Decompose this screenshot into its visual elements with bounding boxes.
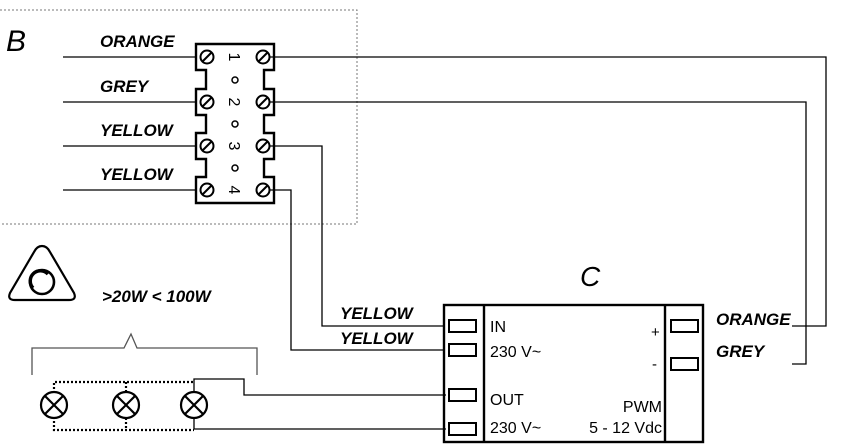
minus-terminal-label: -	[652, 356, 657, 373]
in-wire-2-label: YELLOW	[340, 329, 415, 348]
wire-3-color-label: YELLOW	[100, 121, 175, 140]
wire-lamp-to-out-1	[193, 378, 446, 396]
wire-2-color-label: GREY	[100, 77, 150, 96]
dimmer-module-c	[442, 303, 705, 444]
terminal-4-number: 4	[225, 186, 242, 195]
section-c-title: C	[580, 261, 601, 292]
terminal-2-number: 2	[225, 98, 242, 107]
load-bracket	[31, 332, 258, 375]
pwm-wire-minus-label: GREY	[716, 342, 766, 361]
section-b-boundary	[0, 9, 358, 225]
in-wire-1-label: YELLOW	[340, 304, 415, 323]
section-b-title: B	[6, 25, 26, 58]
plus-terminal-label: +	[651, 324, 660, 341]
pwm-label: PWM	[623, 399, 662, 416]
terminal-1-number: 1	[225, 53, 242, 62]
wire-lamp-to-out-2	[193, 418, 446, 430]
wire-yellow-3-to-in	[270, 145, 446, 327]
wire-1-color-label: ORANGE	[100, 32, 175, 51]
wire-grey-to-minus	[270, 101, 807, 365]
lamp-icon	[39, 390, 209, 420]
dimmer-knob-icon	[8, 244, 76, 302]
terminal-block	[194, 42, 276, 205]
wire-orange-to-plus	[270, 56, 827, 327]
pwm-range: 5 - 12 Vdc	[589, 420, 662, 437]
terminal-3-number: 3	[225, 142, 242, 151]
out-voltage: 230 V~	[490, 420, 541, 437]
wire-yellow-4-to-in	[270, 189, 446, 351]
in-voltage: 230 V~	[490, 344, 541, 361]
pwm-wire-plus-label: ORANGE	[716, 310, 791, 329]
load-power-range: >20W < 100W	[102, 287, 213, 306]
wire-4-color-label: YELLOW	[100, 165, 175, 184]
in-label: IN	[490, 319, 506, 336]
out-label: OUT	[490, 392, 524, 409]
